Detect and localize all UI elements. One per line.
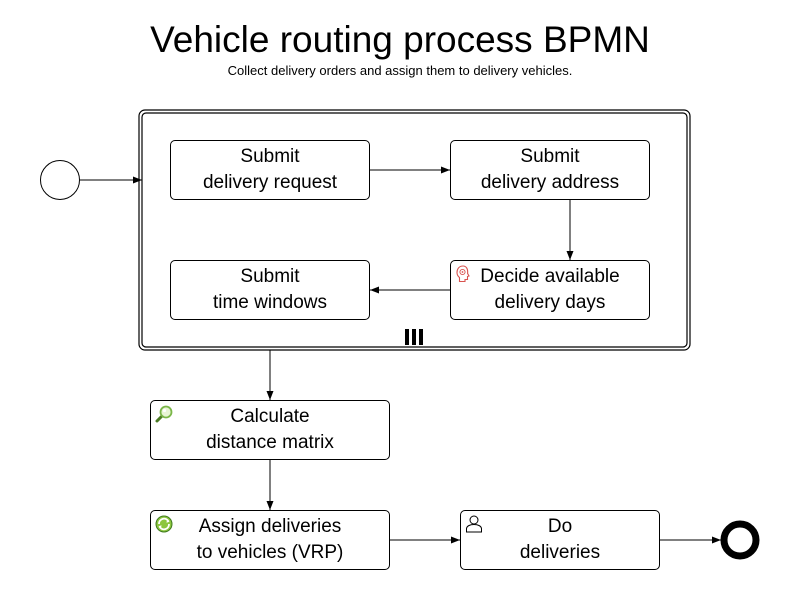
task-label: Do deliveries bbox=[519, 516, 601, 563]
end-event[interactable] bbox=[720, 520, 760, 560]
magnifier-icon bbox=[155, 405, 173, 423]
task-submit-delivery-request[interactable]: Submit delivery request bbox=[170, 140, 370, 200]
task-label: Submit time windows bbox=[212, 266, 328, 313]
task-assign-deliveries-to-vehicles[interactable]: Assign deliveries to vehicles (VRP) bbox=[150, 510, 390, 570]
task-do-deliveries[interactable]: Do deliveries bbox=[460, 510, 660, 570]
task-label: Submit delivery request bbox=[202, 146, 338, 193]
task-submit-time-windows[interactable]: Submit time windows bbox=[170, 260, 370, 320]
optimization-icon bbox=[155, 515, 173, 533]
business-rule-icon bbox=[456, 265, 470, 283]
start-event[interactable] bbox=[40, 160, 80, 200]
user-icon bbox=[466, 515, 482, 533]
task-label: Assign deliveries to vehicles (VRP) bbox=[196, 516, 344, 563]
diagram-subtitle: Collect delivery orders and assign them … bbox=[227, 63, 573, 78]
task-label: Decide available delivery days bbox=[480, 266, 620, 313]
diagram-title: Vehicle routing process BPMN bbox=[150, 19, 650, 60]
parallel-multi-instance-icon bbox=[405, 329, 423, 345]
task-submit-delivery-address[interactable]: Submit delivery address bbox=[450, 140, 650, 200]
task-decide-available-delivery-days[interactable]: Decide available delivery days bbox=[450, 260, 650, 320]
task-calculate-distance-matrix[interactable]: Calculate distance matrix bbox=[150, 400, 390, 460]
task-label: Submit delivery address bbox=[480, 146, 620, 193]
task-label: Calculate distance matrix bbox=[206, 406, 334, 453]
